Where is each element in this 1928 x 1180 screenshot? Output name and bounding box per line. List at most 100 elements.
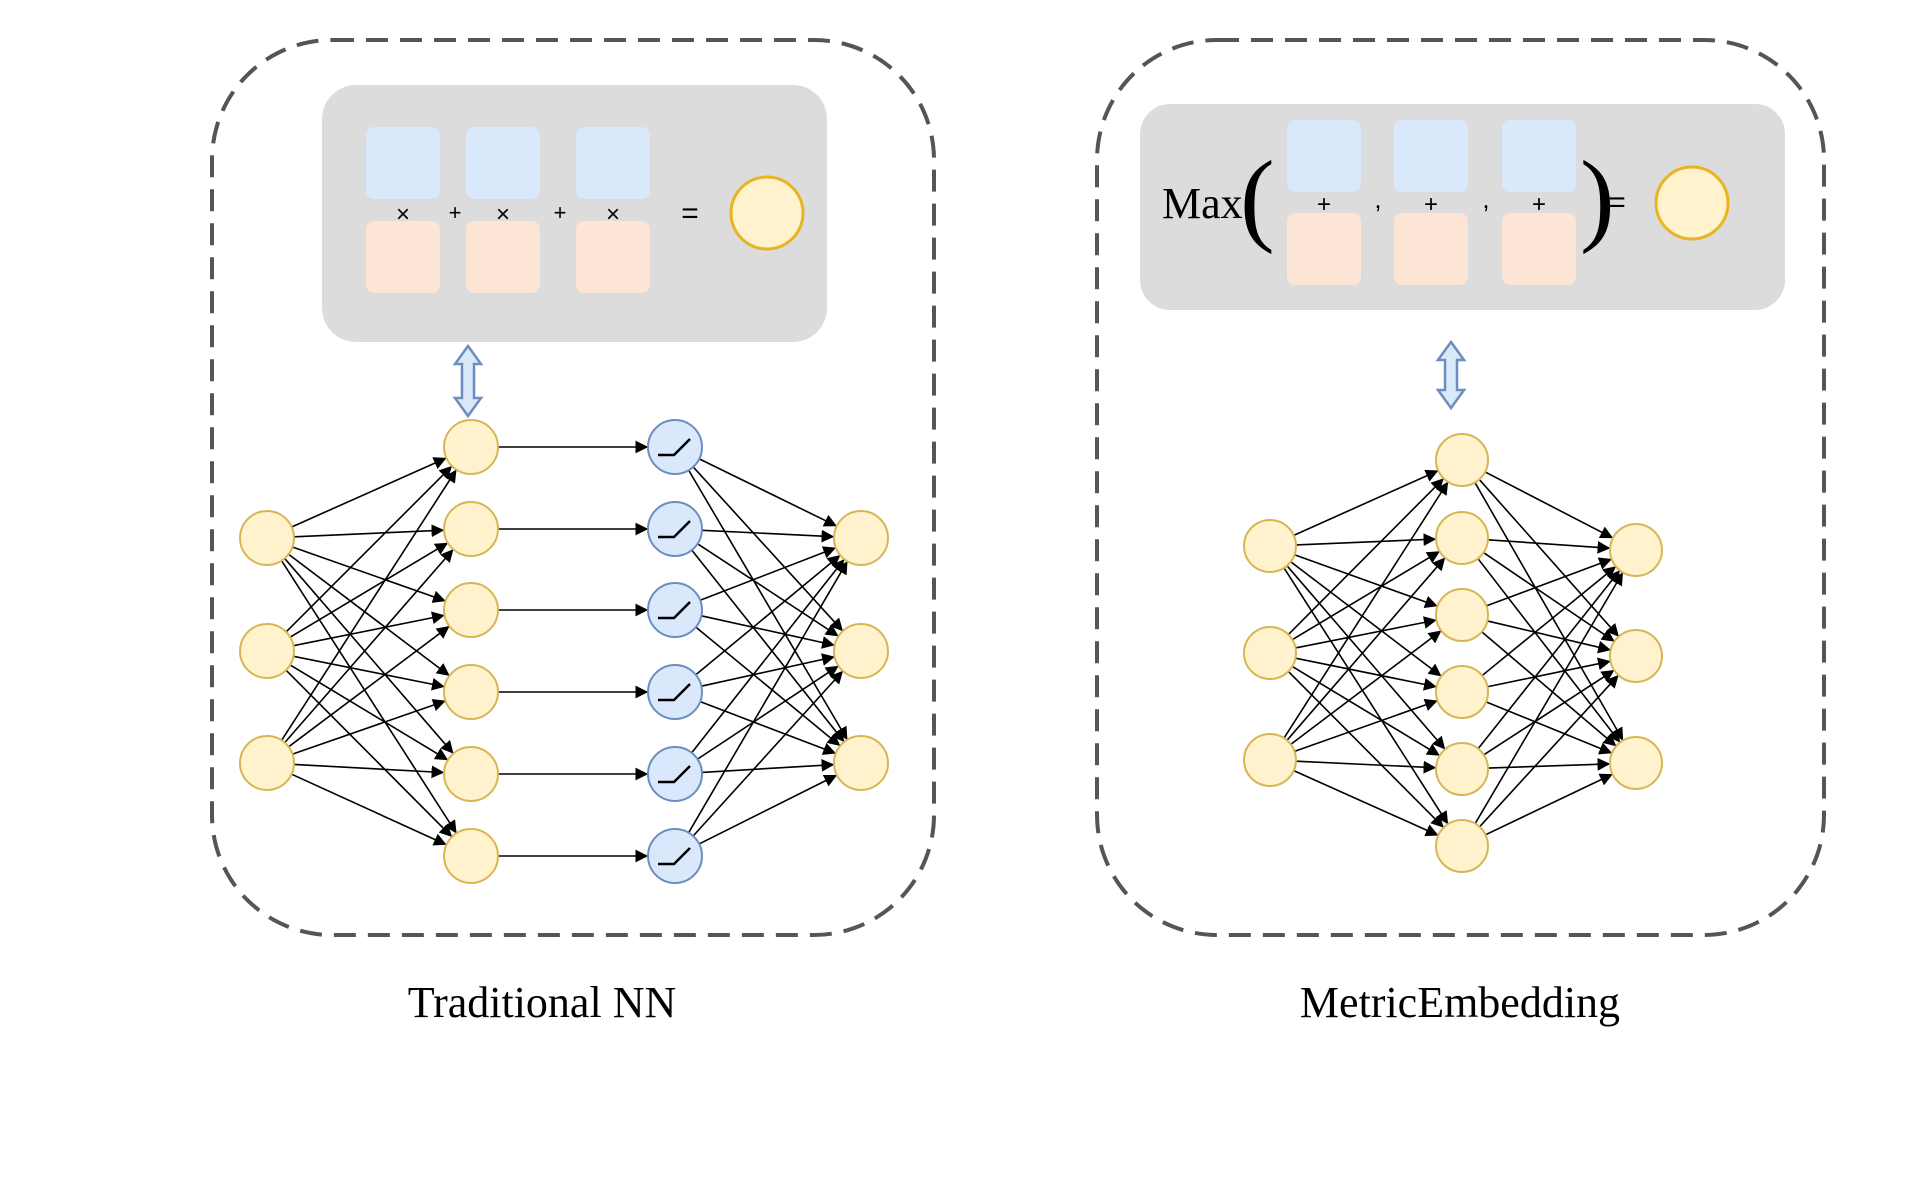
- input-to-hidden-edge: [1287, 670, 1444, 828]
- relu-icon: [658, 847, 691, 866]
- input-to-hidden-edge: [1283, 567, 1449, 825]
- hidden-to-output-edge: [1477, 558, 1621, 743]
- plus-symbol-2: +: [1424, 191, 1438, 218]
- output-node: [1609, 523, 1663, 577]
- hidden-node: [443, 664, 499, 720]
- hidden-to-output-edge: [1481, 566, 1617, 677]
- hidden-to-output-edge: [1487, 657, 1611, 688]
- input-block-1: [1287, 213, 1361, 285]
- activation-to-output-edge: [692, 466, 843, 632]
- activation-to-output-edge: [687, 561, 848, 834]
- output-node: [729, 175, 805, 251]
- hidden-to-output-edge: [1487, 620, 1611, 654]
- activation-node: [647, 582, 703, 638]
- input-to-hidden-edge: [293, 763, 445, 779]
- hidden-to-output-edge: [1485, 701, 1613, 755]
- input-to-hidden-edge: [1295, 760, 1437, 774]
- relu-icon: [658, 683, 691, 702]
- equals-symbol: =: [681, 197, 699, 230]
- activation-to-output-edge: [699, 700, 837, 755]
- input-to-hidden-edge: [284, 557, 454, 754]
- hidden-to-output-edge: [1484, 471, 1614, 539]
- hidden-node: [443, 828, 499, 884]
- input-to-hidden-edge: [1286, 565, 1446, 750]
- hidden-node: [443, 501, 499, 557]
- activation-to-output-edge: [698, 458, 837, 527]
- input-to-hidden-edge: [288, 553, 450, 676]
- input-to-hidden-edge: [1295, 616, 1437, 649]
- multiply-symbol-2: ×: [496, 201, 510, 228]
- hidden-to-output-edge: [1483, 670, 1615, 756]
- input-to-hidden-edge: [285, 669, 453, 838]
- hidden-node: [443, 746, 499, 802]
- input-node: [1243, 626, 1297, 680]
- weight-block-2: [1394, 120, 1468, 192]
- multiply-symbol-3: ×: [606, 201, 620, 228]
- hidden-node: [443, 419, 499, 475]
- hidden-to-output-edge: [1478, 478, 1619, 637]
- input-to-hidden-edge: [1295, 657, 1437, 691]
- input-to-hidden-edge: [1291, 665, 1440, 756]
- activation-to-output-edge: [692, 670, 844, 837]
- plus-symbol-1: +: [1317, 191, 1331, 218]
- input-to-hidden-edge: [1294, 698, 1438, 753]
- hidden-to-output-edge: [1477, 570, 1621, 750]
- hidden-node: [1435, 433, 1489, 487]
- weight-block-1: [1287, 120, 1361, 192]
- input-to-hidden-edge: [1295, 533, 1437, 546]
- input-to-hidden-edge: [1290, 561, 1442, 677]
- hidden-to-output-edge: [1474, 572, 1624, 824]
- hidden-node: [1435, 819, 1489, 873]
- metric-embedding-nodes: [1243, 433, 1663, 873]
- relu-icon: [658, 520, 691, 539]
- hidden-node: [443, 582, 499, 638]
- input-to-hidden-edge: [284, 549, 454, 744]
- weighted-sum-formula: × × × + + =: [322, 85, 827, 342]
- input-to-hidden-edge: [1290, 630, 1442, 745]
- input-node: [239, 510, 295, 566]
- metric-embedding-caption: MetricEmbedding: [1300, 978, 1620, 1027]
- input-to-hidden-edge: [293, 611, 445, 647]
- input-to-hidden-edge: [1287, 478, 1444, 636]
- activation-to-output-edge: [691, 558, 845, 754]
- plus-symbol-2: +: [554, 200, 567, 225]
- relu-icon: [658, 601, 691, 620]
- plus-symbol-3: +: [1532, 191, 1546, 218]
- weight-block-3: [1502, 120, 1576, 192]
- output-node: [1609, 736, 1663, 790]
- activation-to-output-edge: [695, 626, 841, 747]
- traditional-nn-caption: Traditional NN: [408, 978, 677, 1027]
- hidden-node: [1435, 665, 1489, 719]
- traditional-nn-panel: × × × + + = Traditional NN: [210, 38, 936, 1027]
- hidden-to-output-edge: [1478, 674, 1619, 828]
- activation-to-output-edge: [701, 529, 835, 543]
- hidden-to-output-edge: [1487, 757, 1611, 771]
- activation-node: [647, 828, 703, 884]
- metric-embedding-panel: Max ( + + + , , ) = MetricEmbedding: [1095, 38, 1826, 1027]
- input-node: [1243, 733, 1297, 787]
- input-block-3: [1502, 213, 1576, 285]
- input-to-hidden-edge: [289, 664, 449, 761]
- input-to-hidden-edge: [288, 626, 450, 748]
- plus-symbol-1: +: [449, 200, 462, 225]
- output-node: [833, 623, 889, 679]
- activation-to-output-edge: [697, 665, 839, 760]
- input-to-hidden-edge: [293, 524, 445, 538]
- input-block-1: [366, 221, 440, 293]
- input-to-hidden-edge: [1291, 551, 1440, 641]
- hidden-to-output-edge: [1487, 538, 1611, 554]
- activation-to-output-edge: [701, 615, 835, 649]
- input-to-hidden-edge: [1293, 469, 1439, 537]
- weight-block-3: [576, 127, 650, 199]
- input-to-hidden-edge: [291, 457, 447, 528]
- activation-to-output-edge: [688, 469, 848, 740]
- input-to-hidden-edge: [1283, 481, 1449, 739]
- input-node: [239, 623, 295, 679]
- input-to-hidden-edge: [292, 546, 446, 603]
- input-block-3: [576, 221, 650, 293]
- hidden-node: [1435, 742, 1489, 796]
- multiply-symbol-1: ×: [396, 201, 410, 228]
- input-to-hidden-edge: [292, 698, 446, 755]
- output-node: [1609, 629, 1663, 683]
- input-to-hidden-edge: [280, 560, 457, 834]
